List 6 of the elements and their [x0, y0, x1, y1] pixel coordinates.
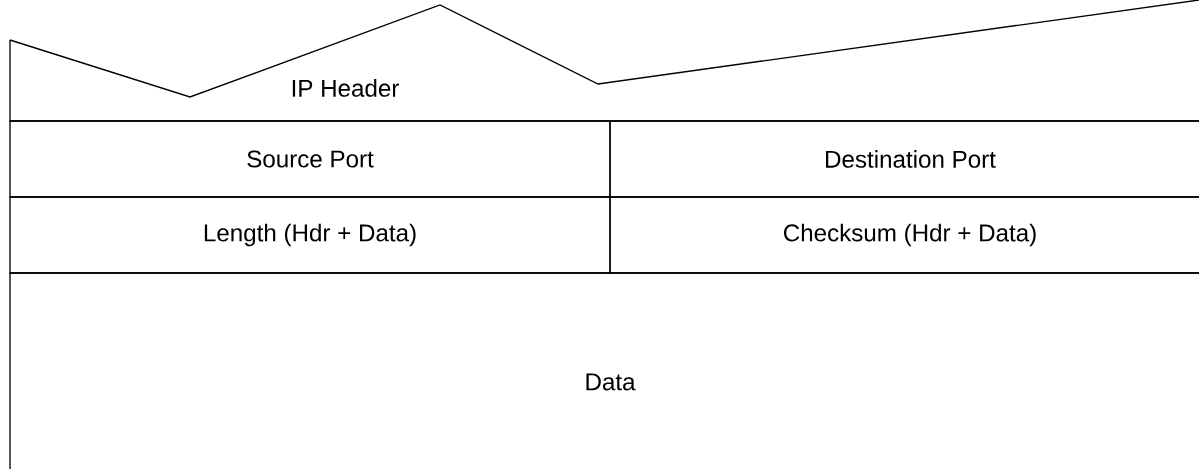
table-cell: Destination Port	[609, 120, 1199, 198]
table-cell: Checksum (Hdr + Data)	[609, 196, 1199, 274]
data-area: Data	[9, 272, 1199, 469]
table-cell: Length (Hdr + Data)	[9, 196, 611, 274]
header-band: IP Header	[9, 0, 1199, 122]
table-cell: Source Port	[9, 120, 611, 198]
